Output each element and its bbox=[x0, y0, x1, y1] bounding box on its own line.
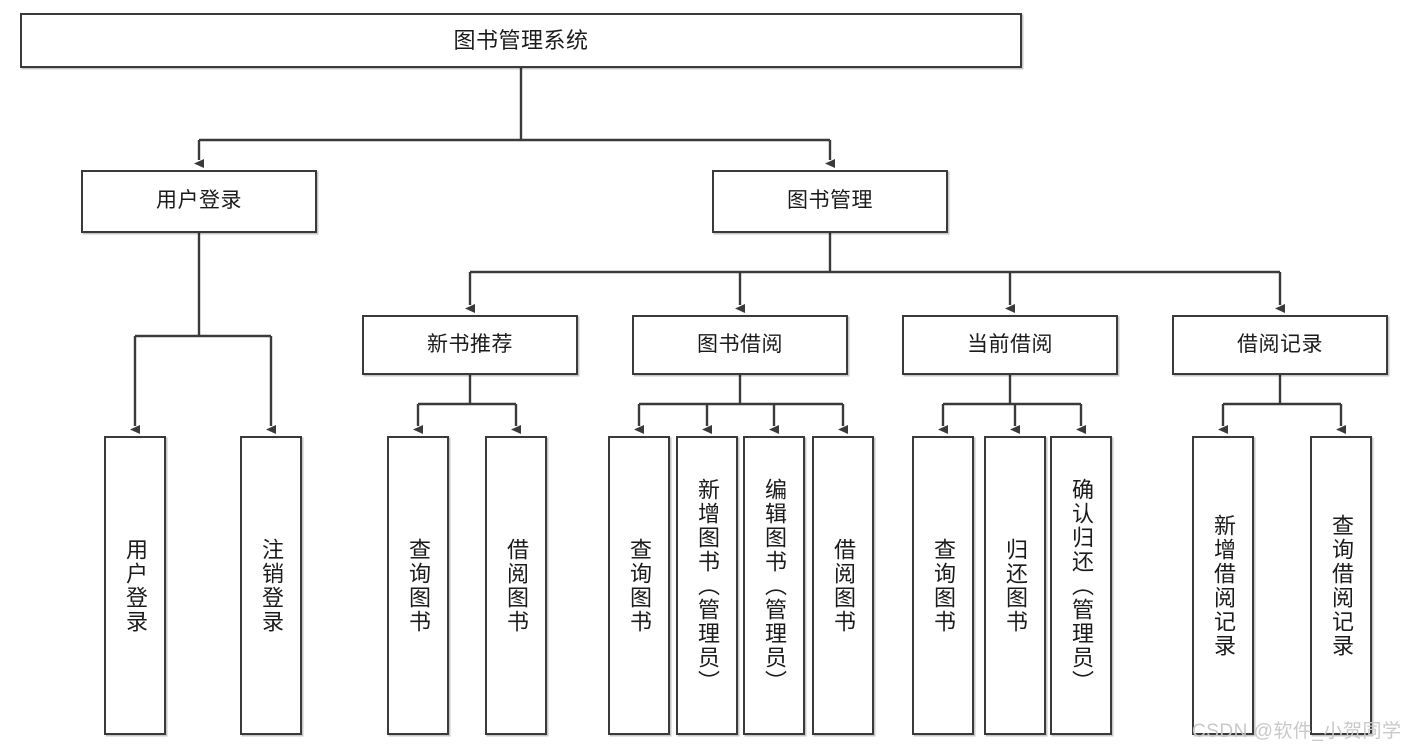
node-label: 注销登录 bbox=[259, 537, 284, 634]
node-leaf-bb-borrow[interactable]: 借阅图书 bbox=[812, 436, 874, 735]
node-root[interactable]: 图书管理系统 bbox=[20, 13, 1022, 68]
node-leaf-user-logout[interactable]: 注销登录 bbox=[240, 436, 302, 735]
node-l2-book-manage[interactable]: 图书管理 bbox=[712, 170, 948, 233]
node-l3-new-book-rec[interactable]: 新书推荐 bbox=[362, 315, 578, 375]
node-leaf-rec-borrow[interactable]: 借阅图书 bbox=[485, 436, 547, 735]
node-label: 确认归还（管理员） bbox=[1069, 477, 1094, 694]
node-leaf-user-login[interactable]: 用户登录 bbox=[104, 436, 166, 735]
node-label: 查询图书 bbox=[931, 537, 956, 634]
node-label: 编辑图书（管理员） bbox=[762, 477, 787, 694]
node-label: 当前借阅 bbox=[967, 332, 1053, 356]
node-leaf-bb-add[interactable]: 新增图书（管理员） bbox=[676, 436, 738, 735]
node-label: 图书管理 bbox=[787, 189, 873, 213]
node-leaf-cb-query[interactable]: 查询图书 bbox=[912, 436, 974, 735]
node-label: 查询图书 bbox=[406, 537, 431, 634]
node-leaf-rec-query[interactable]: 查询图书 bbox=[387, 436, 449, 735]
node-label: 新书推荐 bbox=[427, 332, 513, 356]
node-label: 用户登录 bbox=[123, 537, 148, 634]
node-label: 查询借阅记录 bbox=[1329, 513, 1354, 658]
node-l3-current-borrow[interactable]: 当前借阅 bbox=[902, 315, 1118, 375]
node-label: 查询图书 bbox=[627, 537, 652, 634]
node-label: 借阅记录 bbox=[1237, 332, 1323, 356]
node-label: 新增借阅记录 bbox=[1211, 513, 1236, 658]
node-label: 借阅图书 bbox=[831, 537, 856, 634]
node-label: 用户登录 bbox=[156, 189, 242, 213]
node-label: 图书借阅 bbox=[697, 332, 783, 356]
node-label: 归还图书 bbox=[1003, 537, 1028, 634]
node-leaf-bb-edit[interactable]: 编辑图书（管理员） bbox=[743, 436, 805, 735]
node-leaf-cb-return[interactable]: 归还图书 bbox=[984, 436, 1046, 735]
node-l3-borrow-record[interactable]: 借阅记录 bbox=[1172, 315, 1388, 375]
node-leaf-cb-confirm[interactable]: 确认归还（管理员） bbox=[1050, 436, 1112, 735]
node-label: 图书管理系统 bbox=[453, 27, 589, 53]
node-label: 借阅图书 bbox=[504, 537, 529, 634]
node-l2-user-login[interactable]: 用户登录 bbox=[81, 170, 317, 233]
node-leaf-bb-query[interactable]: 查询图书 bbox=[608, 436, 670, 735]
watermark-label: CSDN @软件_小贺同学 bbox=[1192, 721, 1402, 742]
node-label: 新增图书（管理员） bbox=[695, 477, 720, 694]
node-l3-book-borrow[interactable]: 图书借阅 bbox=[632, 315, 848, 375]
node-leaf-br-add[interactable]: 新增借阅记录 bbox=[1192, 436, 1254, 735]
node-leaf-br-query[interactable]: 查询借阅记录 bbox=[1310, 436, 1372, 735]
